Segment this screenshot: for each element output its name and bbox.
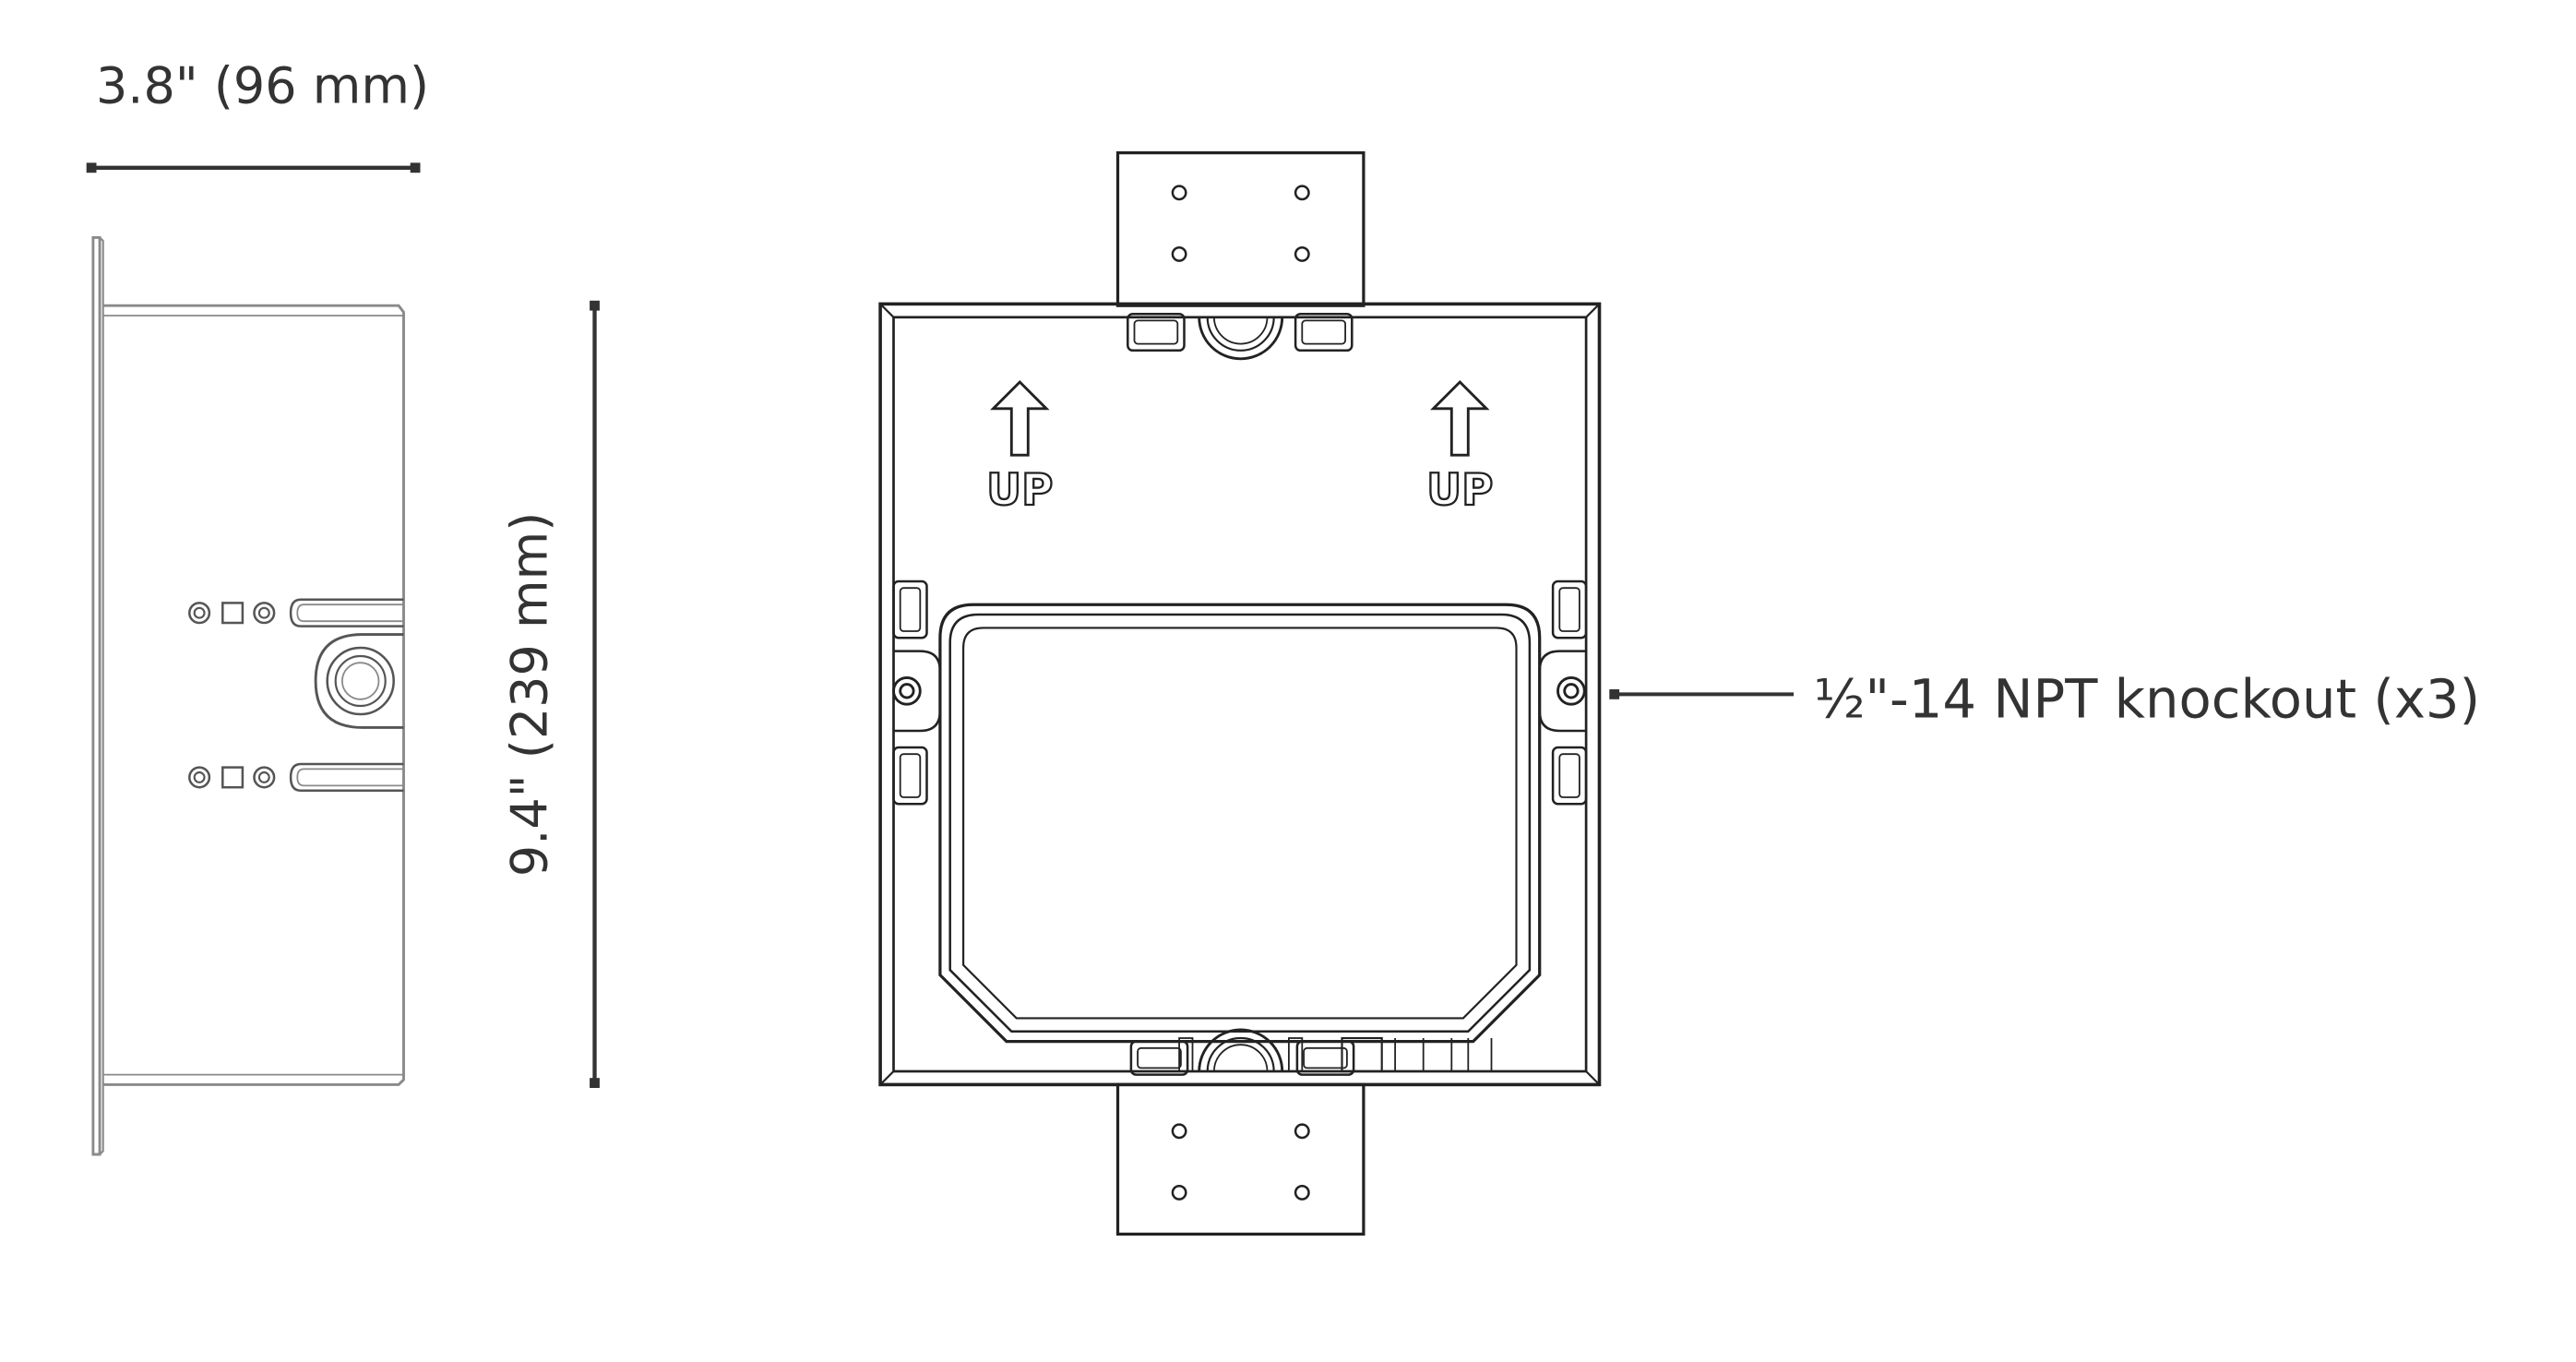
right-screw bbox=[1556, 675, 1586, 706]
width-dimension-end-left bbox=[86, 162, 97, 173]
side-view-knockout bbox=[314, 633, 404, 729]
inner-mounting-ring bbox=[938, 603, 1542, 1044]
bottom-knockout-area bbox=[1129, 1028, 1493, 1076]
knockout-callout: ½"-14 NPT knockout (x3) bbox=[1609, 669, 2480, 731]
up-arrow-right: UP bbox=[1425, 379, 1495, 517]
height-dimension-end-bottom bbox=[590, 1078, 600, 1088]
up-label-right: UP bbox=[1426, 466, 1493, 516]
box-inner-frame bbox=[892, 316, 1588, 1073]
bottom-mounting-bracket bbox=[1115, 1082, 1366, 1237]
side-view-body bbox=[102, 304, 405, 1086]
right-side-tabs bbox=[1538, 579, 1588, 806]
side-view-upper-holes bbox=[188, 598, 404, 627]
top-mounting-bracket bbox=[1115, 150, 1366, 307]
up-arrow-left: UP bbox=[985, 379, 1055, 517]
top-knockout-area bbox=[1127, 312, 1354, 361]
side-view bbox=[91, 235, 405, 1156]
up-arrow-icon bbox=[1430, 379, 1490, 457]
width-dimension-end-right bbox=[410, 162, 421, 173]
side-view-lower-holes bbox=[188, 762, 404, 793]
width-dimension-label: 3.8" (96 mm) bbox=[96, 57, 429, 115]
up-arrow-icon bbox=[990, 379, 1050, 457]
height-dimension-label: 9.4" (239 mm) bbox=[500, 512, 558, 877]
front-view: UP UP bbox=[878, 150, 1602, 1237]
box-outer-frame bbox=[878, 302, 1602, 1087]
height-dimension: 9.4" (239 mm) bbox=[500, 300, 600, 1088]
knockout-callout-label: ½"-14 NPT knockout (x3) bbox=[1814, 669, 2480, 731]
width-dimension: 3.8" (96 mm) bbox=[86, 57, 429, 173]
left-side-tabs bbox=[892, 579, 942, 806]
side-view-flange bbox=[91, 235, 101, 1156]
left-screw bbox=[892, 675, 922, 706]
up-label-left: UP bbox=[986, 466, 1053, 516]
height-dimension-end-top bbox=[590, 300, 600, 311]
